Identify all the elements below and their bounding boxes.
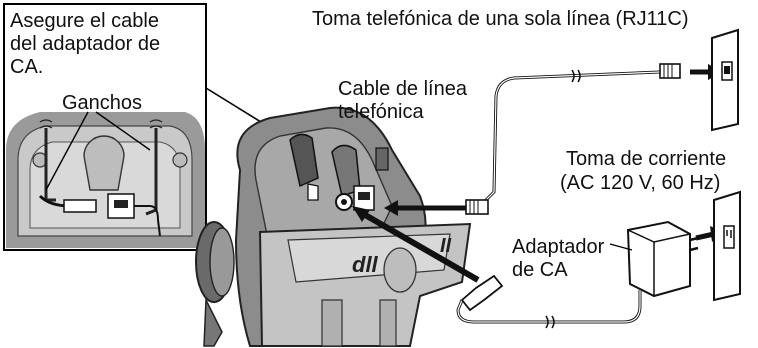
- adapter-label-line2: de CA: [512, 259, 568, 281]
- svg-text:dll: dll: [352, 252, 379, 277]
- outlet-label-line2: (AC 120 V, 60 Hz): [560, 172, 721, 194]
- inset-note-line1: Asegure el cable: [10, 10, 159, 32]
- wall-phone-jack: [711, 28, 739, 132]
- phone-cable-label-line2: telefónica: [338, 101, 424, 123]
- adapter-label-line1: Adaptador: [512, 236, 605, 258]
- inset-note-line2: del adaptador de: [10, 33, 161, 55]
- ac-adapter: [456, 220, 699, 329]
- hooks-label: Ganchos: [62, 92, 143, 114]
- svg-text:II: II: [440, 235, 452, 257]
- outlet-label-line1: Toma de corriente: [566, 148, 727, 170]
- inset-panel: [3, 3, 207, 251]
- phone-jack-label: Toma telefónica de una sola línea (RJ11C…: [312, 8, 689, 30]
- phone-cable-label-line1: Cable de línea: [338, 78, 467, 100]
- phone-base: dll II: [195, 106, 472, 347]
- inset-note-line3: CA.: [10, 56, 44, 78]
- wall-power-outlet: [713, 190, 741, 302]
- telephone-cord: [465, 63, 681, 215]
